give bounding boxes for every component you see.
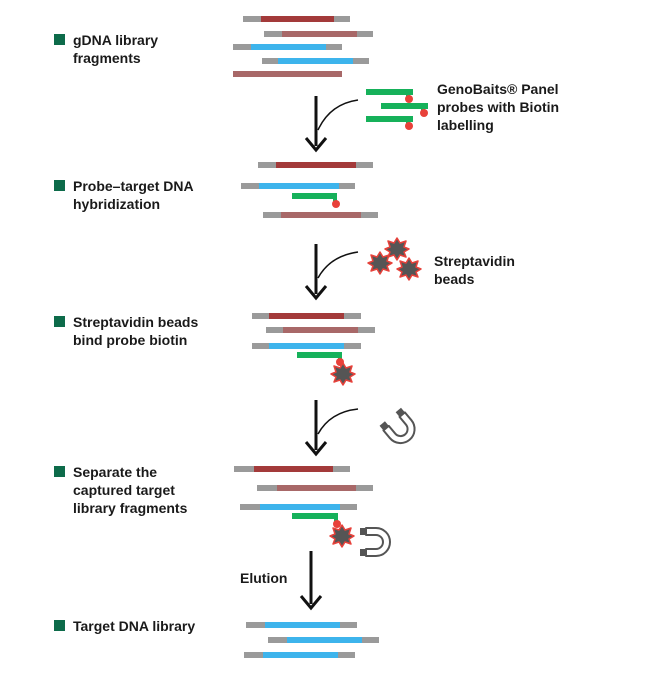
step-gdna-fragments: gDNA library fragments — [54, 31, 263, 67]
streptavidin-bead-icon — [329, 524, 355, 548]
streptavidin-bead-icon — [396, 257, 422, 281]
probes-annotation: GenoBaits® Panel probes with Biotin labe… — [437, 80, 559, 134]
step-label: Target DNA library — [73, 617, 263, 635]
gdna-fragments — [233, 16, 373, 77]
step-separate: Separate the captured target library fra… — [54, 463, 263, 517]
step-label: Probe–target DNA hybridization — [73, 177, 263, 213]
biotin-dot-icon — [420, 109, 428, 117]
step-label-line: hybridization — [73, 196, 161, 212]
elution-label: Elution — [240, 570, 288, 586]
step-target-library: Target DNA library — [54, 617, 263, 635]
annotation-line: probes with Biotin — [437, 99, 560, 115]
step-label-line: Probe–target DNA — [73, 178, 194, 194]
biotin-dot-icon — [405, 95, 413, 103]
step-label: Streptavidin beads bind probe biotin — [73, 313, 263, 349]
step-label: gDNA library fragments — [73, 31, 263, 67]
streptavidin-bead-icon — [330, 362, 356, 386]
streptavidin-bead-icon — [384, 237, 410, 261]
magnet-icon — [359, 527, 391, 557]
down-arrow-icon — [299, 551, 323, 611]
annotation-line: GenoBaits® Panel — [437, 81, 559, 97]
step-label-line: gDNA library — [73, 32, 159, 48]
step-label-line: captured target — [73, 482, 175, 498]
target-library-fragments — [244, 622, 379, 658]
biotin-dot-icon — [333, 520, 341, 528]
step-label-line: Target DNA library — [73, 618, 196, 634]
step-label-line: bind probe biotin — [73, 332, 188, 348]
bead-bound-fragments — [252, 313, 375, 386]
down-arrow-icon — [304, 244, 359, 301]
bullet-square-icon — [54, 316, 65, 327]
bullet-square-icon — [54, 620, 65, 631]
hybridized-fragments — [241, 162, 378, 218]
biotin-dot-icon — [405, 122, 413, 130]
step-hybridization: Probe–target DNA hybridization — [54, 177, 263, 213]
step-label-line: Streptavidin beads — [73, 314, 199, 330]
bullet-square-icon — [54, 466, 65, 477]
magnet-icon — [378, 406, 422, 450]
down-arrow-icon — [304, 400, 359, 457]
step-label-line: fragments — [73, 50, 141, 66]
down-arrow-icon — [304, 96, 359, 153]
biotin-dot-icon — [332, 200, 340, 208]
step-label: Separate the captured target library fra… — [73, 463, 263, 517]
step-label-line: Separate the — [73, 464, 158, 480]
annotation-line: Streptavidin — [434, 253, 515, 269]
beads-annotation: Streptavidin beads — [434, 252, 515, 288]
step-label-line: library fragments — [73, 500, 188, 516]
step-streptavidin-bind: Streptavidin beads bind probe biotin — [54, 313, 263, 349]
streptavidin-bead-group — [367, 237, 422, 281]
bullet-square-icon — [54, 180, 65, 191]
probes-with-biotin — [366, 89, 428, 130]
annotation-line: beads — [434, 271, 475, 287]
annotation-line: labelling — [437, 117, 494, 133]
bullet-square-icon — [54, 34, 65, 45]
separated-fragments — [234, 466, 373, 548]
